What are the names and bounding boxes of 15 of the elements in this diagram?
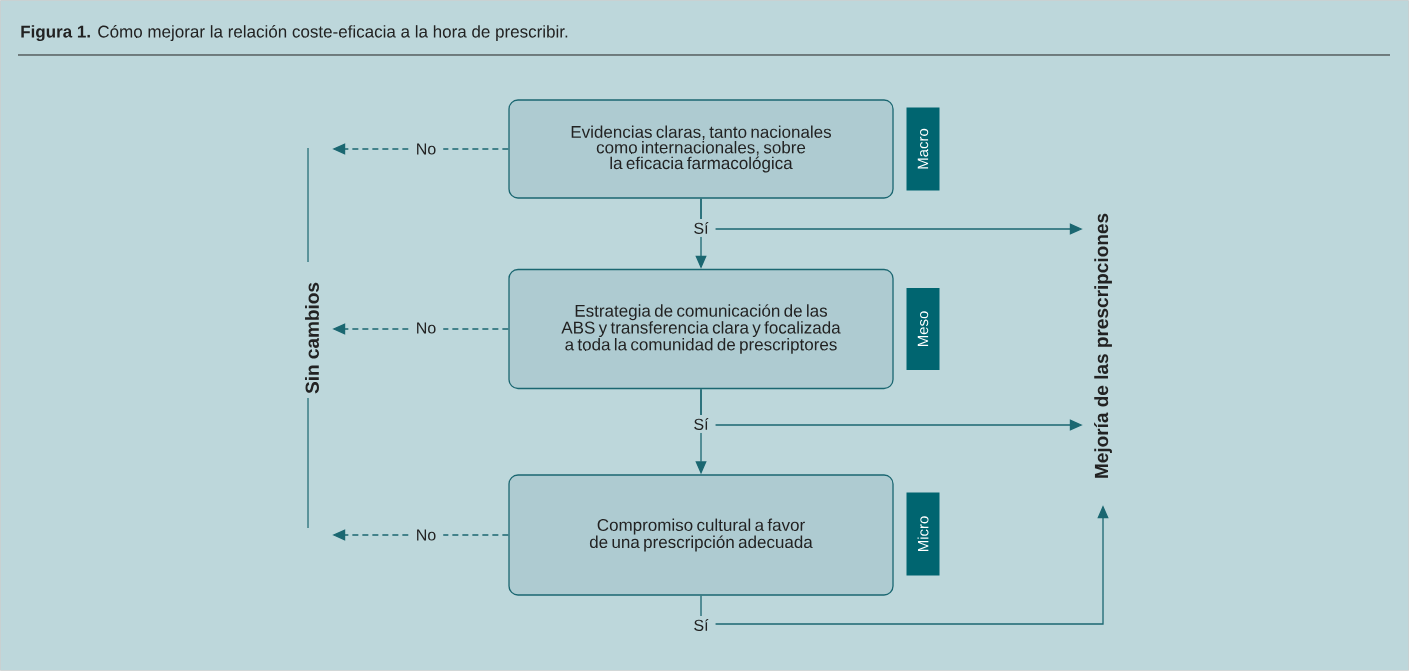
outcome-label: Mejoría de las prescripciones <box>1094 213 1112 478</box>
edge-label: No <box>408 319 444 337</box>
edge-label: No <box>408 526 444 544</box>
figure-title: Figura 1. Cómo mejorar la relación coste-eficacia a la hora de prescribir. <box>21 24 568 42</box>
edge-label: Sí <box>686 415 716 433</box>
edge-label: No <box>408 140 444 158</box>
process-box: Compromiso cultural a favor de una prescripción adecuada <box>508 474 894 596</box>
process-box: Evidencias claras, tanto nacionales como internacionales, sobre la eficacia farmacológica <box>508 99 894 199</box>
edge-label: Sí <box>686 616 716 634</box>
level-tag: Macro <box>906 107 940 191</box>
edge-label: Sí <box>686 219 716 237</box>
process-box: Estrategia de comunicación de las ABS y transferencia clara y focalizada a toda la comunidad de prescriptores <box>508 268 894 390</box>
outcome-label: Sin cambios <box>305 282 319 394</box>
level-tag: Meso <box>906 288 940 370</box>
level-tag: Micro <box>906 492 940 576</box>
